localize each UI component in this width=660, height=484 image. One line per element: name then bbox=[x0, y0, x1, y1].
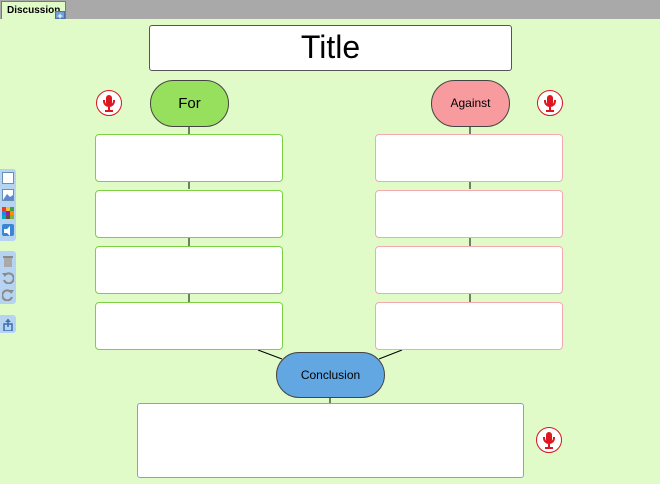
export-icon[interactable] bbox=[2, 318, 14, 332]
for-heading[interactable]: For bbox=[150, 80, 229, 127]
for-argument-box[interactable] bbox=[95, 190, 283, 238]
color-palette-icon[interactable] bbox=[2, 206, 14, 219]
microphone-icon[interactable] bbox=[537, 90, 563, 116]
undo-icon[interactable] bbox=[2, 271, 15, 285]
conclusion-heading[interactable]: Conclusion bbox=[276, 352, 385, 398]
title-box[interactable]: Title bbox=[149, 25, 512, 71]
for-argument-box[interactable] bbox=[95, 302, 283, 350]
redo-icon[interactable] bbox=[1, 288, 14, 302]
tab-discussion[interactable]: Discussion bbox=[1, 1, 67, 19]
against-argument-box[interactable] bbox=[375, 246, 563, 294]
conclusion-box[interactable] bbox=[137, 403, 524, 478]
against-argument-box[interactable] bbox=[375, 190, 563, 238]
tab-bar: Discussion + bbox=[0, 0, 660, 21]
text-box-icon[interactable] bbox=[2, 172, 14, 184]
microphone-icon[interactable] bbox=[96, 90, 122, 116]
add-tab-button[interactable]: + bbox=[55, 11, 65, 21]
against-argument-box[interactable] bbox=[375, 134, 563, 182]
for-argument-box[interactable] bbox=[95, 134, 283, 182]
image-icon[interactable] bbox=[2, 189, 14, 201]
edit-toolbar bbox=[0, 251, 16, 304]
against-heading[interactable]: Against bbox=[431, 80, 510, 127]
share-toolbar bbox=[0, 315, 16, 333]
against-argument-box[interactable] bbox=[375, 302, 563, 350]
for-argument-box[interactable] bbox=[95, 246, 283, 294]
trash-icon[interactable] bbox=[2, 254, 14, 267]
audio-icon[interactable] bbox=[2, 224, 14, 236]
microphone-icon[interactable] bbox=[536, 427, 562, 453]
insert-toolbar bbox=[0, 169, 16, 241]
